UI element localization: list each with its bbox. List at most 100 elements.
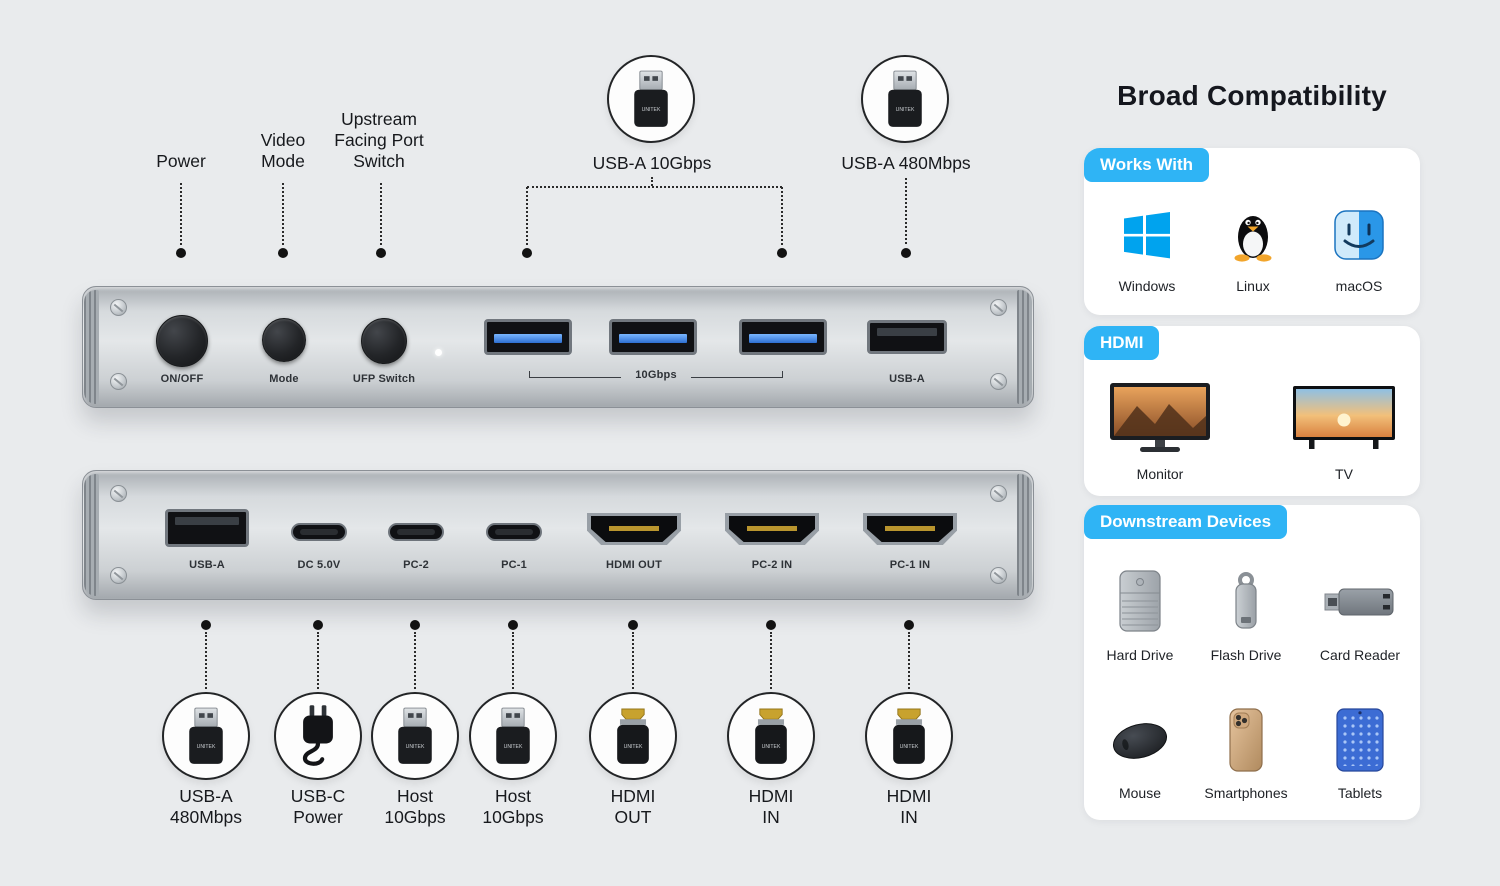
dc-power-port: [291, 523, 347, 541]
callout-power-line: [180, 183, 182, 245]
card-reader-icon: [1323, 569, 1397, 635]
bcallout-dot: [410, 620, 420, 630]
screw: [110, 373, 127, 390]
compat-item-smartphone: Smartphones: [1194, 707, 1298, 801]
compat-label: Tablets: [1337, 785, 1383, 801]
callout-video-mode-dot: [278, 248, 288, 258]
bcallout-line: [908, 632, 910, 689]
hdmi-port-pins: [885, 526, 935, 531]
bcallout-label-hdmi-out: HDMI OUT: [610, 786, 656, 827]
bracket-right: [691, 371, 783, 378]
usb-a-10gbps-port-3: [739, 319, 827, 355]
callout-usb480-line: [905, 178, 907, 244]
bcallout-label-hdmi-in1: HDMI IN: [748, 786, 794, 827]
mode-button: [262, 318, 306, 362]
callout-usb10-line-right: [781, 187, 783, 245]
screw: [110, 567, 127, 584]
power-button-label: ON/OFF: [160, 373, 204, 385]
bcallout-line: [317, 632, 319, 689]
compat-item-hard-drive: Hard Drive: [1088, 569, 1192, 663]
rear-usb-a-label: USB-A: [189, 559, 225, 571]
bcallout-label-hdmi-in2: HDMI IN: [886, 786, 932, 827]
bcallout-dot: [766, 620, 776, 630]
bcallout-label-host2: Host 10Gbps: [482, 786, 544, 827]
compat-label: Card Reader: [1319, 647, 1401, 663]
pc1-hdmi-in-port: [863, 513, 957, 545]
callout-video-mode-label: Video Mode: [260, 130, 306, 171]
dc-power-label: DC 5.0V: [297, 559, 341, 571]
pc2-hdmi-in-port: [725, 513, 819, 545]
ufp-switch-label: UFP Switch: [352, 373, 416, 385]
hdmi-out-port: [587, 513, 681, 545]
hdmi-in2-connector-circle: [865, 692, 953, 780]
bcallout-line: [512, 632, 514, 689]
dock-front-view: ON/OFF Mode UFP Switch 10Gbps USB-A: [82, 286, 1034, 408]
usb-c-power-adapter-icon: [291, 703, 345, 769]
callout-ufp-line: [380, 183, 382, 245]
compat-label: Monitor: [1136, 466, 1184, 482]
works-with-badge: Works With: [1084, 148, 1210, 182]
callout-usb10-dot-left: [522, 248, 532, 258]
screw: [990, 373, 1007, 390]
led-indicator: [435, 349, 442, 356]
hdmi-port-pins: [609, 526, 659, 531]
bcallout-dot: [313, 620, 323, 630]
usb-a-480-connector-circle: [162, 692, 250, 780]
bcallout-dot: [508, 620, 518, 630]
host1-connector-circle: [371, 692, 459, 780]
screw: [990, 485, 1007, 502]
hdmi-in1-connector-circle: [727, 692, 815, 780]
usb-a-10gbps-port-1: [484, 319, 572, 355]
compat-item-linux: Linux: [1201, 204, 1305, 294]
hdmi-plug-icon: [892, 708, 926, 765]
callout-usb10-dot-right: [777, 248, 787, 258]
usb-a-plug-icon: [633, 70, 669, 128]
bcallout-dot: [904, 620, 914, 630]
compat-label: Mouse: [1118, 785, 1162, 801]
compat-label: Hard Drive: [1106, 647, 1174, 663]
usb-a-plug-icon: [495, 707, 531, 765]
compat-label: Linux: [1236, 278, 1270, 294]
callout-usb10-stub: [651, 177, 653, 186]
usb-a-10gbps-port-2: [609, 319, 697, 355]
macos-finder-icon: [1334, 204, 1384, 266]
rear-usb-a-port: [165, 509, 249, 547]
heatsink-fins-right: [1017, 474, 1032, 596]
callout-usb10-hline: [527, 186, 782, 188]
compat-item-macos: macOS: [1307, 204, 1411, 294]
smartphone-icon: [1225, 707, 1267, 773]
usb-10gbps-group-label: 10Gbps: [635, 369, 677, 381]
flash-drive-icon: [1226, 569, 1266, 635]
callout-usb480-label: USB-A 480Mbps: [841, 153, 971, 173]
hdmi-port-pins: [747, 526, 797, 531]
usb-a-port-label: USB-A: [889, 373, 925, 385]
compat-label: Smartphones: [1204, 785, 1288, 801]
downstream-devices-card: Downstream Devices Hard Drive: [1084, 505, 1420, 820]
callout-video-mode-line: [282, 183, 284, 245]
callout-usb10-label: USB-A 10Gbps: [592, 153, 712, 173]
heatsink-fins-left: [84, 290, 99, 404]
compat-item-windows: Windows: [1095, 204, 1199, 294]
linux-tux-icon: [1230, 204, 1276, 266]
host2-connector-circle: [469, 692, 557, 780]
usb-a-480-port: [867, 320, 947, 354]
tv-icon: [1291, 378, 1397, 458]
compat-label: macOS: [1335, 278, 1383, 294]
compat-item-card-reader: Card Reader: [1308, 569, 1412, 663]
bcallout-label-usbc-power: USB-C Power: [290, 786, 346, 827]
screw: [110, 485, 127, 502]
bcallout-line: [770, 632, 772, 689]
callout-usb10-line-left: [526, 187, 528, 245]
usb-a-plug-icon: [887, 70, 923, 128]
callout-usb480-dot: [901, 248, 911, 258]
callout-ufp-label: Upstream Facing Port Switch: [334, 109, 424, 171]
hdmi-card: HDMI Monitor: [1084, 326, 1420, 496]
downstream-devices-badge: Downstream Devices: [1084, 505, 1288, 539]
screw: [990, 299, 1007, 316]
bcallout-dot: [628, 620, 638, 630]
pc1-in-label: PC-1 IN: [889, 559, 931, 571]
pc2-in-label: PC-2 IN: [751, 559, 793, 571]
hdmi-plug-icon: [754, 708, 788, 765]
heatsink-fins-right: [1017, 290, 1032, 404]
pc1-host-port: [486, 523, 542, 541]
